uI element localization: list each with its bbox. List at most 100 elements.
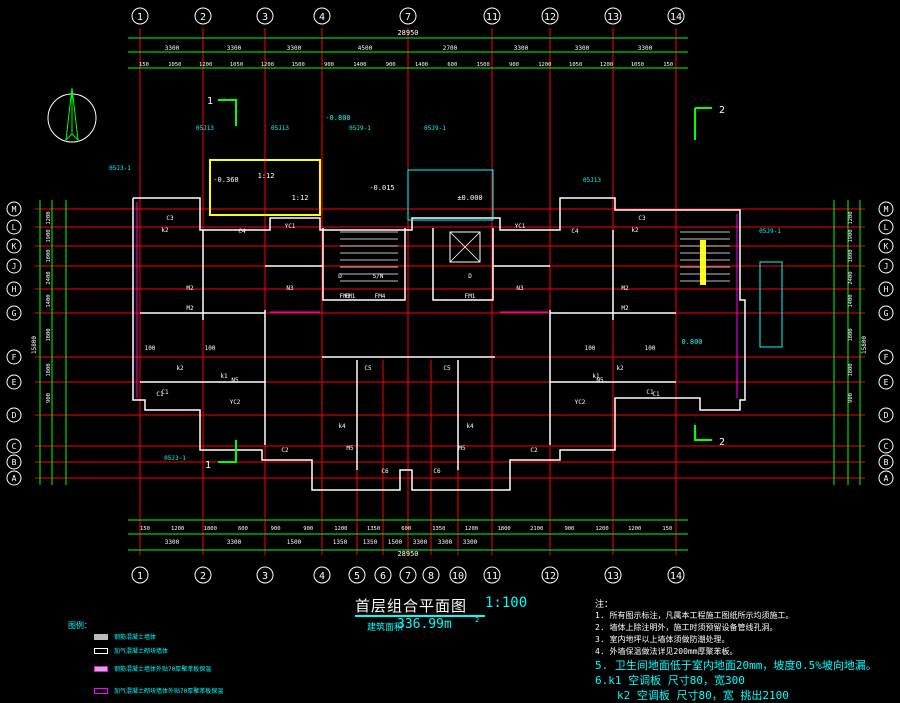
axis-bubble bbox=[6, 281, 22, 297]
door-label: M5 bbox=[458, 445, 466, 452]
dim-text-top: 3300 bbox=[227, 45, 242, 52]
misc-label: k1 bbox=[592, 373, 600, 380]
axis-label-left: E bbox=[12, 378, 17, 387]
legend-swatch bbox=[94, 648, 108, 654]
north-arrow-icon bbox=[47, 87, 97, 143]
door-label: S/N bbox=[373, 273, 384, 280]
axis-label-top: 11 bbox=[486, 12, 498, 23]
building-walls bbox=[132, 99, 783, 491]
axis-label-right: H bbox=[884, 285, 889, 294]
elevation-label: 0.800 bbox=[681, 338, 702, 346]
elevation-label: -0.800 bbox=[325, 114, 350, 122]
dim-text-bottom: 1500 bbox=[287, 539, 302, 546]
axis-bubble bbox=[6, 470, 22, 486]
window-label: C1 bbox=[161, 389, 169, 396]
dim-text-top-detail: 1200 bbox=[600, 62, 613, 68]
area-unit-superscript: 2 bbox=[475, 616, 480, 624]
axis-label-left: M bbox=[12, 205, 17, 214]
axis-bubble bbox=[374, 566, 392, 584]
note-item: 3. 室内地坪以上墙体须做防潮处理。 bbox=[595, 635, 730, 644]
axis-label-bottom: 13 bbox=[607, 571, 619, 582]
exterior-wall-outline bbox=[132, 197, 746, 491]
legend-swatch bbox=[94, 688, 108, 694]
axis-label-right: E bbox=[884, 378, 889, 387]
misc-label: 100 bbox=[145, 345, 156, 352]
dim-text-right: 1800 bbox=[848, 363, 854, 376]
legend-label: 钢筋混凝土墙体 bbox=[114, 634, 157, 641]
axis-label-right: A bbox=[884, 474, 889, 483]
dim-text-bottom-detail: 1350 bbox=[367, 526, 380, 532]
dim-text-bottom-detail: 1200 bbox=[595, 526, 608, 532]
axis-label-right: B bbox=[884, 458, 889, 467]
axis-bubble bbox=[483, 7, 501, 25]
axis-label-right: J bbox=[884, 262, 889, 271]
yellow-rail bbox=[700, 240, 706, 285]
detail-reference-label: 05J13 bbox=[583, 177, 601, 184]
window-label: C3 bbox=[166, 215, 174, 222]
axis-label-bottom: 7 bbox=[405, 571, 411, 582]
dim-text-right: 2400 bbox=[848, 271, 854, 284]
dim-text-top-detail: 900 bbox=[386, 62, 396, 68]
dimension-lines bbox=[39, 37, 861, 551]
dim-text-right: 1900 bbox=[848, 229, 854, 242]
dim-text-right: 1200 bbox=[848, 211, 854, 224]
axis-label-bottom: 5 bbox=[354, 571, 360, 582]
axis-bubble bbox=[194, 7, 212, 25]
ramp-slope-label: 1:12 bbox=[258, 172, 275, 180]
axis-bubble bbox=[878, 281, 894, 297]
section-mark bbox=[218, 440, 237, 463]
dim-text-top-detail: 1050 bbox=[230, 62, 243, 68]
door-label: YC2 bbox=[575, 399, 586, 406]
dim-text-bottom-detail: 150 bbox=[140, 526, 150, 532]
axis-bubble bbox=[667, 7, 685, 25]
dim-text-top-detail: 150 bbox=[139, 62, 149, 68]
legend-row: 钢筋混凝土墙体 bbox=[94, 632, 324, 642]
axis-bubble bbox=[6, 238, 22, 254]
axis-bubble bbox=[667, 566, 685, 584]
axis-label-bottom: 3 bbox=[262, 571, 268, 582]
dim-text-top-detail: 1500 bbox=[477, 62, 490, 68]
dim-text-top: 3300 bbox=[638, 45, 653, 52]
door-label: FM1 bbox=[465, 293, 476, 300]
door-label: N5 bbox=[231, 377, 239, 384]
misc-label: 100 bbox=[205, 345, 216, 352]
legend-swatch bbox=[94, 634, 108, 640]
dim-text-left: 1900 bbox=[46, 229, 52, 242]
elevation-label: ±0.000 bbox=[457, 194, 482, 202]
misc-label: k4 bbox=[466, 423, 474, 430]
dim-text-top-detail: 600 bbox=[447, 62, 457, 68]
axis-bubble bbox=[878, 258, 894, 274]
drawing-title-block: 首层组合平面图 1:100 建筑面积 336.99m 2 bbox=[355, 595, 555, 635]
side-terrace bbox=[759, 261, 783, 348]
dim-text-top-detail: 900 bbox=[509, 62, 519, 68]
axis-label-bottom: 11 bbox=[486, 571, 498, 582]
axis-bubble bbox=[399, 7, 417, 25]
axis-label-right: G bbox=[884, 309, 889, 318]
ramp-outline bbox=[209, 159, 321, 216]
axis-bubble bbox=[6, 374, 22, 390]
axis-label-left: C bbox=[12, 442, 17, 451]
dim-text-top-detail: 1050 bbox=[168, 62, 181, 68]
dim-text-left: 1400 bbox=[46, 294, 52, 307]
axis-label-left: H bbox=[12, 285, 17, 294]
door-label: M2 bbox=[621, 305, 629, 312]
axis-bubble bbox=[878, 407, 894, 423]
dim-text-bottom: 3300 bbox=[413, 539, 428, 546]
axis-label-bottom: 8 bbox=[428, 571, 434, 582]
axis-label-left: D bbox=[12, 411, 17, 420]
elevation-label: -0.360 bbox=[213, 176, 238, 184]
title-underline bbox=[355, 615, 485, 617]
dim-text-bottom: 3300 bbox=[463, 539, 478, 546]
dim-text-top-detail: 900 bbox=[324, 62, 334, 68]
detail-reference-label: 05J13 bbox=[271, 125, 289, 132]
axis-bubble bbox=[399, 566, 417, 584]
legend-label: 加气混凝土砌块墙体 bbox=[114, 648, 169, 655]
axis-bubble bbox=[313, 7, 331, 25]
detail-reference-label: 05J3-1 bbox=[109, 165, 131, 172]
window-label: C2 bbox=[530, 447, 538, 454]
axis-bubble bbox=[878, 349, 894, 365]
dim-text-top-detail: 1200 bbox=[261, 62, 274, 68]
axis-label-bottom: 4 bbox=[319, 571, 325, 582]
plan-annotations: 1122-0.800-0.360-0.015±0.0000.8001:121:1… bbox=[109, 96, 781, 475]
